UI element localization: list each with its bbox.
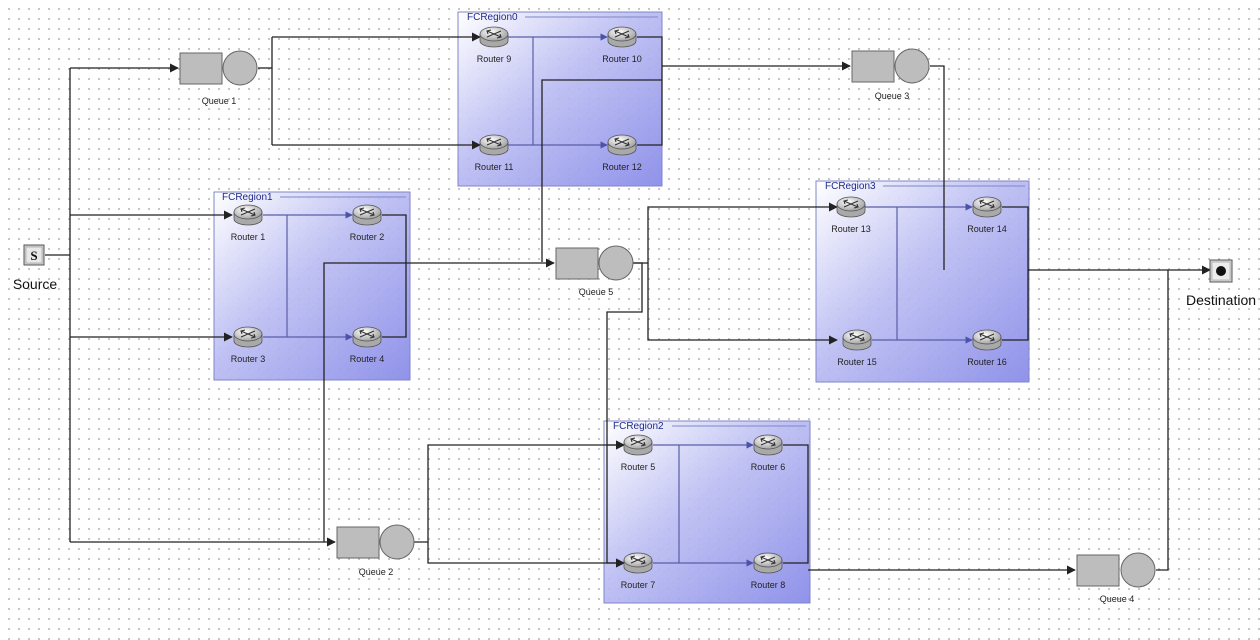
queue-2[interactable]: Queue 2 [336, 524, 415, 577]
queue-5[interactable]: Queue 5 [555, 245, 634, 297]
router-icon [843, 199, 859, 209]
router-icon [849, 332, 865, 342]
router-icon [760, 437, 776, 447]
router-label: Router 12 [602, 162, 642, 172]
router-label: Router 14 [967, 224, 1007, 234]
queue-label: Queue 3 [875, 91, 910, 101]
router-label: Router 11 [475, 162, 514, 172]
router-icon [240, 329, 256, 339]
router-13[interactable]: Router 13 [831, 196, 871, 234]
router-icon [614, 29, 630, 39]
router-15[interactable]: Router 15 [837, 329, 877, 367]
router-label: Router 10 [602, 54, 642, 64]
destination-node[interactable]: Destination [1186, 259, 1256, 308]
router-label: Router 9 [477, 54, 512, 64]
router-icon [240, 207, 256, 217]
source-label: Source [13, 276, 58, 292]
destination-label: Destination [1186, 292, 1256, 308]
router-icon [486, 137, 502, 147]
router-9[interactable]: Router 9 [477, 26, 512, 64]
router-label: Router 8 [751, 580, 786, 590]
region-title: FCRegion1 [222, 192, 273, 203]
router-label: Router 15 [837, 357, 877, 367]
router-icon [760, 555, 776, 565]
region-title: FCRegion0 [467, 12, 518, 23]
queue-label: Queue 5 [579, 287, 614, 297]
router-7[interactable]: Router 7 [621, 552, 656, 590]
queue-label: Queue 4 [1100, 594, 1135, 604]
router-1[interactable]: Router 1 [231, 204, 266, 242]
router-label: Router 13 [831, 224, 871, 234]
router-label: Router 1 [231, 232, 266, 242]
router-icon [614, 137, 630, 147]
region-title: FCRegion3 [825, 181, 876, 192]
router-10[interactable]: Router 10 [602, 26, 642, 64]
router-11[interactable]: Router 11 [475, 134, 514, 172]
router-label: Router 6 [751, 462, 786, 472]
queue-4[interactable]: Queue 4 [1076, 552, 1156, 604]
router-label: Router 3 [231, 354, 266, 364]
router-4[interactable]: Router 4 [350, 326, 385, 364]
router-icon [359, 207, 375, 217]
router-icon [630, 437, 646, 447]
router-label: Router 16 [967, 357, 1007, 367]
router-icon [359, 329, 375, 339]
router-icon [630, 555, 646, 565]
region-title: FCRegion2 [613, 421, 664, 432]
router-label: Router 7 [621, 580, 656, 590]
router-label: Router 2 [350, 232, 385, 242]
region-internal-links [263, 33, 973, 567]
router-icon [979, 332, 995, 342]
router-5[interactable]: Router 5 [621, 434, 656, 472]
queue-1[interactable]: Queue 1 [179, 50, 258, 106]
source-node[interactable]: S Source [13, 244, 58, 292]
queue-label: Queue 2 [359, 567, 394, 577]
router-14[interactable]: Router 14 [967, 196, 1007, 234]
routers-layer: Router 9 Router 10 Router 11 Router 12 Route… [231, 26, 1007, 590]
router-8[interactable]: Router 8 [751, 552, 786, 590]
queue-label: Queue 1 [202, 96, 237, 106]
router-label: Router 4 [350, 354, 385, 364]
router-icon [486, 29, 502, 39]
router-3[interactable]: Router 3 [231, 326, 266, 364]
router-6[interactable]: Router 6 [751, 434, 786, 472]
router-12[interactable]: Router 12 [602, 134, 642, 172]
router-2[interactable]: Router 2 [350, 204, 385, 242]
router-label: Router 5 [621, 462, 656, 472]
source-glyph: S [30, 248, 37, 263]
connection-links [45, 32, 1211, 575]
queue-3[interactable]: Queue 3 [851, 48, 930, 101]
router-16[interactable]: Router 16 [967, 329, 1007, 367]
router-icon [979, 199, 995, 209]
